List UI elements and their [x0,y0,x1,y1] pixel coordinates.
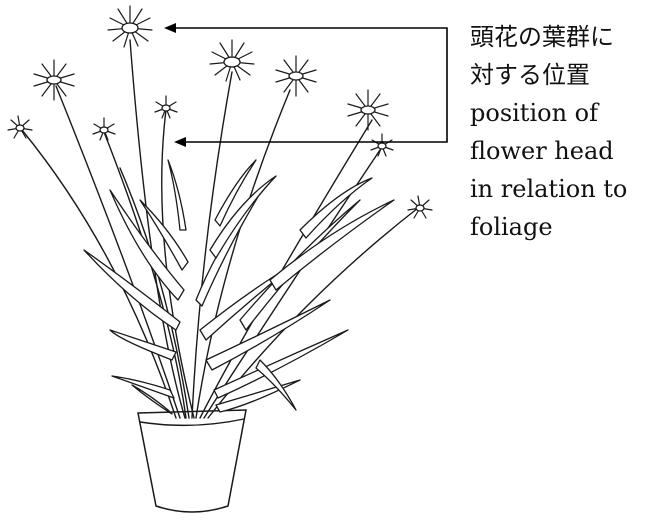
flower-head [33,59,75,101]
stems [21,39,419,419]
label-line-en-3: in relation to [470,175,628,203]
label-line-en-1: position of [470,99,598,127]
bracket-arrow [164,23,448,147]
arrow-head-bottom [174,137,186,147]
flower-head [407,195,433,219]
label-line-en-2: flower head [470,137,614,165]
flower-heads [7,5,433,219]
flower-head [92,117,116,141]
flower-head [107,5,153,48]
arrow-head-top [164,23,176,33]
flower-head [209,39,255,82]
flower-head [347,89,389,131]
label-line-en-4: foliage [470,213,553,241]
annotation-label: 頭花の葉群に 対する位置 position of flower head in … [470,18,650,246]
flower-head [275,55,317,97]
flower-head [7,115,33,139]
pot [137,409,247,513]
flower-head [154,95,178,119]
flower-head [370,133,394,157]
foliage [83,159,395,415]
label-line-ja-2: 対する位置 [470,61,590,89]
label-line-ja-1: 頭花の葉群に [470,23,614,51]
